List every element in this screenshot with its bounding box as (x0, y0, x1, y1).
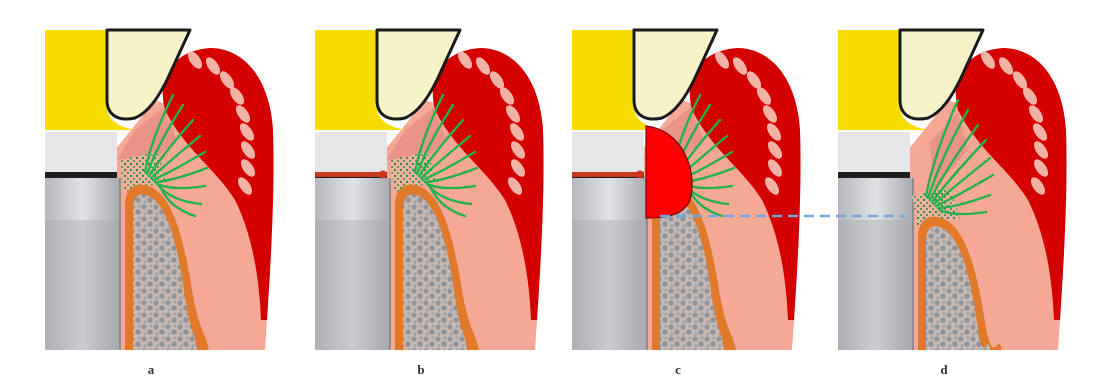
abutment-edge (838, 172, 910, 178)
probe-instrument (572, 172, 638, 177)
panel-label: c (675, 362, 681, 377)
panel-d: d (838, 30, 1067, 377)
implant-body (572, 220, 647, 350)
panel-b: b (315, 30, 544, 377)
panel-a: a (45, 30, 274, 377)
panel-label: a (148, 362, 155, 377)
abutment-edge (45, 172, 117, 178)
panel-label: d (940, 362, 948, 377)
implant-body (45, 220, 120, 350)
abutment-band (572, 132, 644, 172)
probe-tip (636, 171, 644, 179)
abutment-band (315, 132, 387, 172)
panel-c: c (572, 30, 801, 377)
abutment-band (838, 132, 910, 172)
probe-instrument (315, 172, 381, 177)
probe-tip (379, 171, 387, 179)
abutment-band (45, 132, 117, 172)
implant-body (315, 220, 390, 350)
implant-body (838, 220, 913, 350)
panel-label: b (417, 362, 424, 377)
